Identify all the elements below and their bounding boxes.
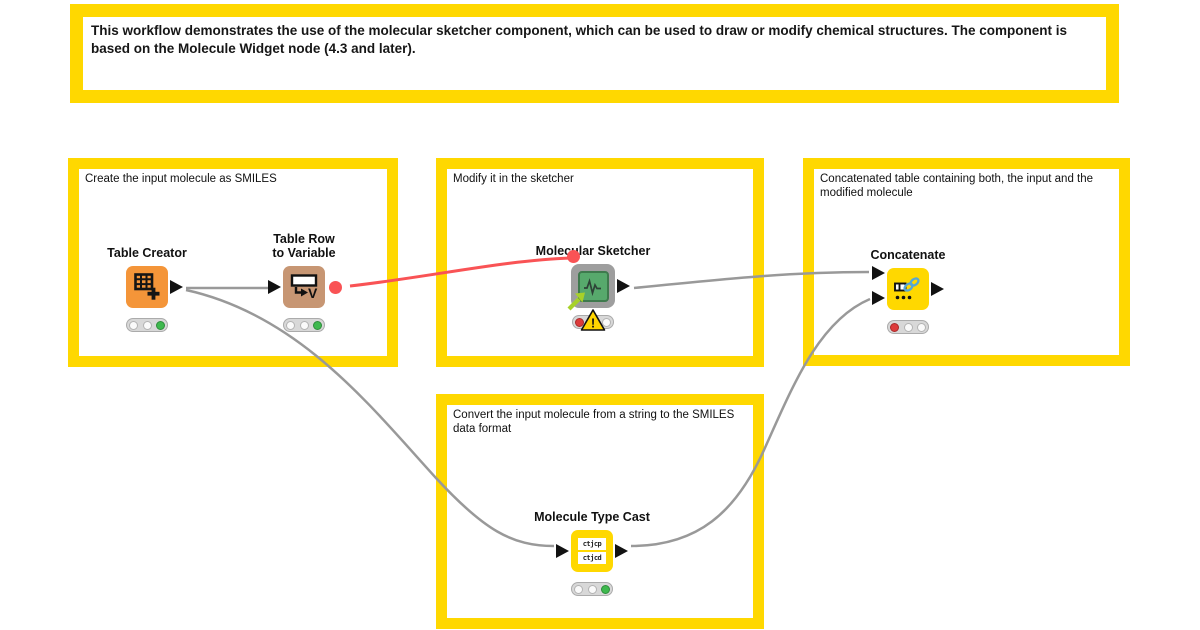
status-traffic-light <box>887 320 929 334</box>
warning-exclamation: ! <box>591 316 595 331</box>
annotation-box-create-smiles[interactable]: Create the input molecule as SMILES <box>68 158 398 367</box>
annotation-caption: Concatenated table containing both, the … <box>820 173 1094 200</box>
flow-variable-input-port[interactable] <box>567 250 580 263</box>
output-port[interactable] <box>615 544 628 558</box>
node-molecular-sketcher[interactable]: Molecular Sketcher ! <box>536 244 650 331</box>
input-port-top[interactable] <box>872 266 885 280</box>
output-port[interactable] <box>931 282 944 296</box>
node-label-molecular-sketcher: Molecular Sketcher <box>535 244 651 259</box>
table-plus-icon <box>134 273 160 300</box>
node-label-concatenate: Concatenate <box>870 248 946 263</box>
concatenate-chain-icon <box>894 277 920 300</box>
svg-text:V: V <box>308 285 318 301</box>
node-label-table-row-to-variable: Table Row to Variable <box>272 231 336 261</box>
molfile-line-1: ctjcp <box>578 538 606 550</box>
input-port-bottom[interactable] <box>872 291 885 305</box>
warning-triangle-icon: ! <box>580 309 606 331</box>
annotation-box-concatenated-table[interactable]: Concatenated table containing both, the … <box>803 158 1130 366</box>
node-table-creator[interactable]: Table Creator <box>107 246 187 332</box>
status-traffic-light <box>126 318 168 332</box>
annotation-box-description[interactable]: This workflow demonstrates the use of th… <box>70 4 1119 103</box>
node-concatenate[interactable]: Concatenate <box>870 248 946 334</box>
concatenate-node-body[interactable] <box>872 266 944 310</box>
input-port[interactable] <box>556 544 569 558</box>
annotation-caption: Modify it in the sketcher <box>453 173 574 185</box>
status-traffic-light <box>571 582 613 596</box>
annotation-caption: Convert the input molecule from a string… <box>453 409 735 436</box>
table-row-to-variable-node-body[interactable]: V <box>268 266 342 308</box>
input-port[interactable] <box>268 280 281 294</box>
molecule-pulse-icon <box>583 277 601 296</box>
node-table-row-to-variable[interactable]: Table Row to Variable V <box>268 232 342 332</box>
widget-arrow-icon <box>567 292 585 311</box>
node-label-molecule-type-cast: Molecule Type Cast <box>534 510 650 525</box>
molfile-line-2: ctjcd <box>578 552 606 564</box>
flow-variable-output-port[interactable] <box>329 280 342 294</box>
node-molecule-type-cast[interactable]: Molecule Type Cast ctjcp ctjcd <box>534 510 650 596</box>
node-label-table-creator: Table Creator <box>107 246 187 261</box>
annotation-text: This workflow demonstrates the use of th… <box>91 23 1067 56</box>
output-port[interactable] <box>170 280 183 294</box>
row-to-variable-icon: V <box>290 274 318 301</box>
molfile-text-icon: ctjcp ctjcd <box>578 537 606 565</box>
annotation-box-modify-sketcher[interactable]: Modify it in the sketcher <box>436 158 764 367</box>
output-port[interactable] <box>617 279 630 293</box>
status-traffic-light <box>283 318 325 332</box>
annotation-caption: Create the input molecule as SMILES <box>85 173 277 185</box>
molecular-sketcher-node-body[interactable] <box>567 250 630 311</box>
table-creator-node-body[interactable] <box>126 266 183 308</box>
molecule-type-cast-node-body[interactable]: ctjcp ctjcd <box>556 530 628 572</box>
